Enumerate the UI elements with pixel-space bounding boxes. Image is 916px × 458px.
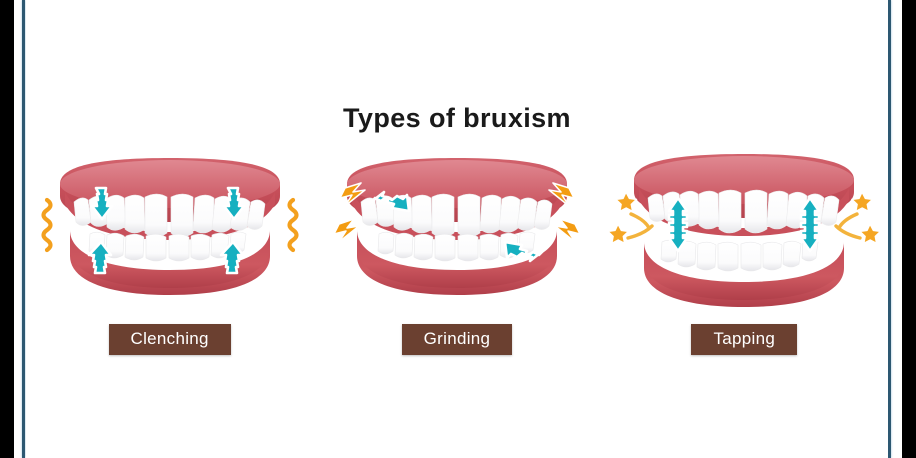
lightning-bolt-icon-right-upper xyxy=(548,182,575,207)
right-gutter xyxy=(902,0,916,458)
lower-gum-tapping xyxy=(644,242,845,307)
star-trail-right xyxy=(834,212,863,240)
label-clenching: Clenching xyxy=(108,324,231,355)
clench-arrow-down-right xyxy=(222,186,245,221)
panel-clenching: Clenching xyxy=(30,152,310,355)
tap-arrow-double-right xyxy=(800,196,821,253)
frame-rule-left xyxy=(22,0,25,458)
lower-gum-grinding xyxy=(356,230,557,295)
label-tapping: Tapping xyxy=(691,324,798,355)
label-grinding: Grinding xyxy=(401,324,513,355)
lower-gum-clenching xyxy=(69,230,270,295)
page-title: Types of bruxism xyxy=(343,103,571,133)
lightning-bolt-icon-left-upper xyxy=(339,182,366,207)
star-icon-right-upper xyxy=(851,191,874,213)
teeth-illustration-clenching xyxy=(30,152,310,310)
left-gutter xyxy=(0,0,14,458)
clench-arrow-up-left xyxy=(87,240,112,275)
wavy-line-icon-left xyxy=(41,197,53,253)
lower-teeth-tapping xyxy=(661,239,819,272)
grind-arrow-upper-left xyxy=(368,190,411,213)
lower-teeth-grinding xyxy=(377,231,536,262)
lightning-bolt-icon-left-lower xyxy=(333,218,360,243)
wavy-line-icon-right xyxy=(287,197,299,253)
clench-arrow-up-right xyxy=(219,240,244,275)
panel-tapping: Tapping xyxy=(604,152,884,355)
panel-group: Clenching xyxy=(26,152,888,367)
clench-arrow-down-left xyxy=(90,186,113,221)
lightning-bolt-icon-right-lower xyxy=(554,218,581,243)
content-sheet: Types of bruxism xyxy=(26,0,888,458)
teeth-illustration-tapping xyxy=(604,152,884,310)
tap-arrow-double-left xyxy=(668,196,689,253)
panel-grinding: Grinding xyxy=(317,152,597,355)
star-trail-left xyxy=(626,212,655,240)
frame-rule-right xyxy=(888,0,891,458)
star-icon-left-upper xyxy=(615,191,638,213)
grind-arrow-lower-right xyxy=(503,240,546,263)
star-icon-right-lower xyxy=(859,223,882,245)
star-icon-left-lower xyxy=(607,223,630,245)
teeth-illustration-grinding xyxy=(317,152,597,310)
